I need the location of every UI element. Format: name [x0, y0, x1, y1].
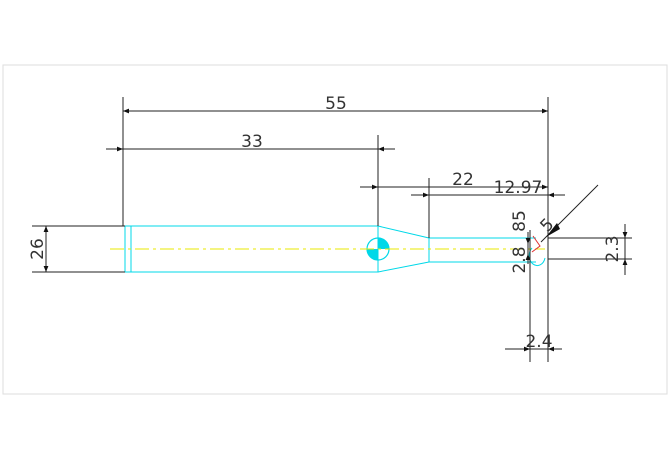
- dimension-lines: [32, 97, 632, 362]
- dim-22-text: 22: [452, 170, 474, 190]
- dimension-texts: 55 33 22 12.97 26 85 2.8 5 2.3 2.4: [28, 94, 623, 352]
- dim-24-text: 2.4: [525, 332, 552, 352]
- dim-26-text: 26: [28, 238, 48, 260]
- radius-arrowhead: [546, 223, 560, 237]
- radius-text: 5: [537, 215, 559, 237]
- dim-1297-text: 12.97: [494, 178, 543, 198]
- section-hatch-q1: [378, 238, 389, 249]
- taper-top: [377, 225, 430, 239]
- dim-55-text: 55: [325, 94, 347, 114]
- taper-bottom: [377, 261, 430, 273]
- drawing-frame: [2, 64, 668, 395]
- tip-ball: [528, 247, 546, 267]
- dim-23-text: 2.3: [603, 235, 623, 262]
- dim-28-text: 2.8: [510, 246, 530, 273]
- angle-mark-red: [531, 235, 541, 253]
- section-hatch-q3: [367, 249, 378, 260]
- dim-85-text: 85: [510, 210, 530, 232]
- dim-33-text: 33: [241, 132, 263, 152]
- section-symbol: [366, 237, 390, 261]
